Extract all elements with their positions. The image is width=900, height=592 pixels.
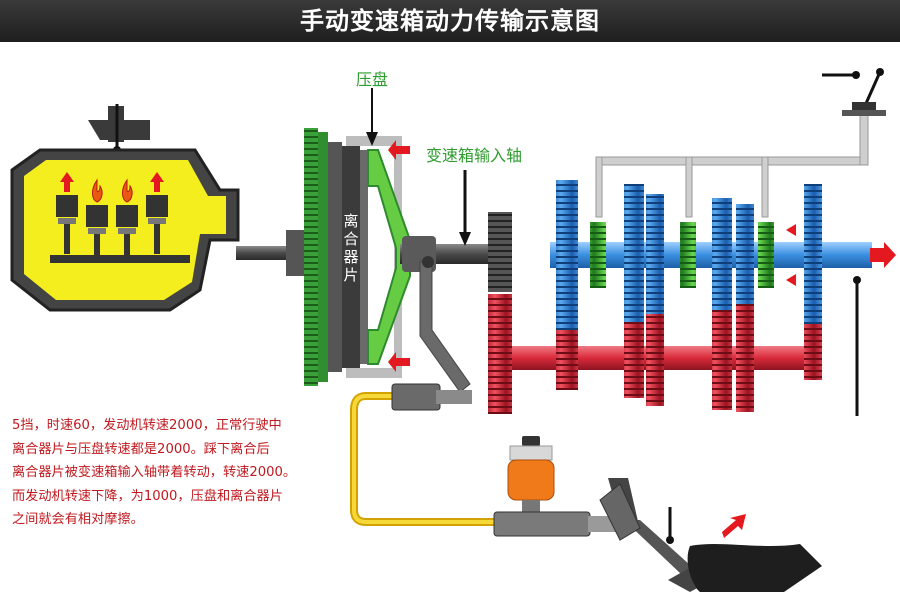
clutch-disc-label: 离 合 器 片 [343, 212, 359, 284]
synchronizer-2 [680, 222, 696, 288]
arrow-left-icon [786, 274, 796, 286]
transmission-diagram [10, 68, 896, 592]
description-line: 离合器片与压盘转速都是2000。踩下离合后 [12, 441, 270, 457]
gear-shift-lever [822, 68, 886, 116]
output-gear-4 [712, 198, 732, 310]
output-gear-2 [624, 184, 644, 322]
flywheel [304, 128, 342, 386]
countershaft-drive-gear [488, 294, 512, 414]
output-gear-1 [556, 180, 578, 330]
output-gear-reverse [804, 184, 822, 324]
slave-cylinder [391, 383, 441, 411]
piston-1 [56, 195, 78, 254]
crankshaft [50, 255, 190, 263]
shift-rail [595, 107, 869, 218]
synchronizers [590, 222, 774, 288]
counter-gear-1 [556, 330, 578, 390]
release-arrow-icon [722, 514, 746, 538]
piston-2 [86, 205, 108, 262]
release-fork [419, 261, 471, 393]
piston-3 [116, 205, 138, 262]
piston-4 [146, 195, 168, 254]
engine-output-shaft [236, 246, 296, 260]
synchronizer-1 [590, 222, 606, 288]
description-text: 5挡，时速60，发动机转速2000，正常行驶中 离合器片与压盘转速都是2000。… [12, 414, 372, 532]
clutch-master-cylinder [493, 436, 618, 537]
flame-icon [92, 178, 103, 203]
counter-gear-3 [646, 314, 664, 406]
output-arrow-icon [870, 242, 896, 268]
input-shaft-label: 变速箱输入轴 [426, 146, 523, 165]
shaft-collar [286, 230, 306, 276]
output-gears [556, 180, 822, 330]
description-line: 5挡，时速60，发动机转速2000，正常行驶中 [12, 418, 282, 433]
engine [10, 104, 240, 312]
counter-gear-reverse [804, 324, 822, 380]
page-title: 手动变速箱动力传输示意图 [300, 7, 600, 35]
description-line: 而发动机转速下降，为1000，压盘和离合器片 [12, 488, 283, 504]
pressure-plate-label: 压盘 [356, 70, 389, 89]
clutch-disc [342, 146, 360, 368]
pistons [56, 195, 168, 262]
flow-arrows [786, 224, 796, 286]
countershaft-gears [556, 304, 822, 412]
press-arrow-icon [388, 352, 410, 372]
up-arrow-icon [150, 172, 164, 192]
press-arrow-icon [388, 140, 410, 160]
title-bar [0, 0, 900, 42]
shoe-icon [687, 544, 822, 592]
description-line: 之间就会有相对摩擦。 [12, 512, 144, 528]
hydraulic-line [350, 392, 500, 526]
description-line: 离合器片被变速箱输入轴带着转动，转速2000。 [12, 465, 297, 481]
arrow-left-icon [786, 224, 796, 236]
synchronizer-3 [758, 222, 774, 288]
flame-icon [122, 178, 133, 203]
counter-gear-5 [736, 304, 754, 412]
output-gear-5 [736, 204, 754, 304]
up-arrow-icon [60, 172, 74, 192]
input-gear [488, 212, 512, 292]
counter-gear-2 [624, 322, 644, 398]
output-gear-3 [646, 194, 664, 314]
counter-gear-4 [712, 310, 732, 410]
